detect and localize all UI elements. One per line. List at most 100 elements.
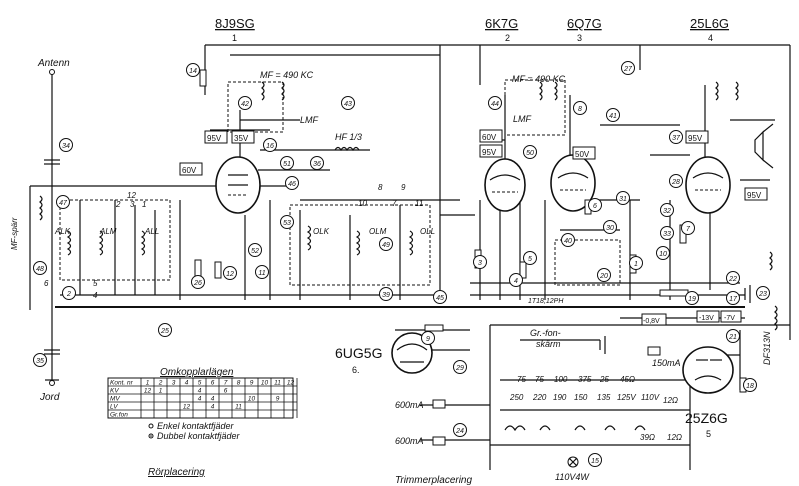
component-number: 39 <box>382 292 390 299</box>
olk-label: OLK <box>313 227 330 236</box>
tube-25z6g-envelope <box>682 346 734 394</box>
switch-number: 8 <box>378 183 383 192</box>
component-marker <box>597 268 611 282</box>
table-header-cell: 12 <box>287 380 295 387</box>
all-label: ALL <box>144 227 159 236</box>
component-marker <box>523 251 537 265</box>
switch-number: 4 <box>93 291 98 300</box>
component-marker <box>616 191 630 205</box>
component-number: 29 <box>455 365 464 372</box>
table-header-cell: 5 <box>198 380 202 387</box>
component-marker <box>248 243 262 257</box>
table-header-cell: 4 <box>185 380 189 387</box>
tube-6ug5g-envelope <box>391 332 433 374</box>
component-number: 9 <box>426 336 430 343</box>
component-number: 18 <box>746 383 754 390</box>
component-number: 32 <box>663 208 671 215</box>
switch-number: 1 <box>142 200 146 209</box>
component-number: 8 <box>578 106 582 113</box>
trimmerplacering-label: Trimmerplacering <box>395 475 472 486</box>
component-marker <box>453 360 467 374</box>
tube-6-pos: 6. <box>352 365 360 375</box>
component-marker <box>621 61 635 75</box>
component-marker <box>669 174 683 188</box>
switch-number: 12 <box>127 191 136 200</box>
component-marker <box>656 246 670 260</box>
component-number: 33 <box>663 231 671 238</box>
mains-resistance: 39Ω <box>640 433 655 442</box>
switch-number: 6 <box>44 279 49 288</box>
alk-label: ALK <box>54 227 71 236</box>
table-cell: 4 <box>198 396 202 403</box>
oll-label: OLL <box>420 227 435 236</box>
tube-5-pos: 5 <box>706 429 711 439</box>
component-number: 52 <box>251 248 259 255</box>
table-header-cell: 2 <box>158 380 163 387</box>
table-header-cell: 8 <box>237 380 241 387</box>
lmf-label-2: LMF <box>513 114 532 124</box>
component-marker <box>263 138 277 152</box>
tap-sum: 220 <box>532 393 547 402</box>
tube-6-type: 6UG5G <box>335 345 382 361</box>
component-number: 12 <box>226 271 234 278</box>
antenna-label: Antenn <box>37 58 70 69</box>
tap-sum: 150 <box>574 393 588 402</box>
component-marker <box>756 286 770 300</box>
switch-number: 7 <box>392 199 397 208</box>
table-cell: 12 <box>144 388 152 395</box>
component-number: 19 <box>688 296 696 303</box>
table-cell: 1 <box>159 388 163 395</box>
component-marker <box>379 287 393 301</box>
tube-2-pos: 2 <box>505 33 510 43</box>
component-marker <box>726 291 740 305</box>
tube-3-pos: 3 <box>577 33 582 43</box>
component-number: 51 <box>283 161 291 168</box>
table-cell: 4 <box>211 404 215 411</box>
switch-number: 11 <box>415 199 423 208</box>
table-cell: 11 <box>235 404 242 411</box>
component-marker <box>603 220 617 234</box>
component-number: 24 <box>455 428 464 435</box>
tap-sum: 190 <box>553 393 567 402</box>
table-header-cell: Kont. nr <box>110 380 134 387</box>
hf-label: HF 1/3 <box>335 132 362 142</box>
tap-resistance: 100 <box>554 375 568 384</box>
voltage-label: 50V <box>575 150 590 159</box>
component-marker <box>743 378 757 392</box>
table-cell: 4 <box>211 396 215 403</box>
tap-sum: 110V <box>641 393 660 402</box>
component-number: 41 <box>609 113 617 120</box>
tube-1-pos: 1 <box>232 33 237 43</box>
speed-label: 1T18,12PH <box>528 298 564 305</box>
mf-freq-label-1: MF = 490 KC <box>260 70 314 80</box>
table-header-cell: 11 <box>274 380 281 387</box>
mf-freq-label-2: MF = 490 KC <box>512 74 566 84</box>
voltage-label: 95V <box>207 134 222 143</box>
component-marker <box>685 291 699 305</box>
tap-resistance: 45Ω <box>620 375 635 384</box>
component-marker <box>488 96 502 110</box>
tap-sum: 135 <box>597 393 611 402</box>
component-marker <box>186 63 200 77</box>
voltage-label: 95V <box>688 134 703 143</box>
component-marker <box>238 96 252 110</box>
component-number: 53 <box>283 220 291 227</box>
tap-resistance: 375 <box>578 375 592 384</box>
voltage-label: 60V <box>182 166 197 175</box>
switch-number: 3 <box>130 200 135 209</box>
component-marker <box>588 198 602 212</box>
component-number: 4 <box>514 278 518 285</box>
component-number: 44 <box>491 101 499 108</box>
component-marker <box>56 195 70 209</box>
component-marker <box>509 273 523 287</box>
component-marker <box>726 271 740 285</box>
component-marker <box>473 255 487 269</box>
component-marker <box>379 237 393 251</box>
tube-titles: 8J9SG 1 6K7G 2 6Q7G 3 25L6G 4 6UG5G 6. 2… <box>215 16 729 439</box>
voltage-label: 35V <box>234 134 249 143</box>
alm-label: ALM <box>99 227 117 236</box>
ground-label: Jord <box>39 392 60 403</box>
gr-fonskarm-label: Gr.-fon- <box>530 328 561 338</box>
component-marker <box>285 176 299 190</box>
